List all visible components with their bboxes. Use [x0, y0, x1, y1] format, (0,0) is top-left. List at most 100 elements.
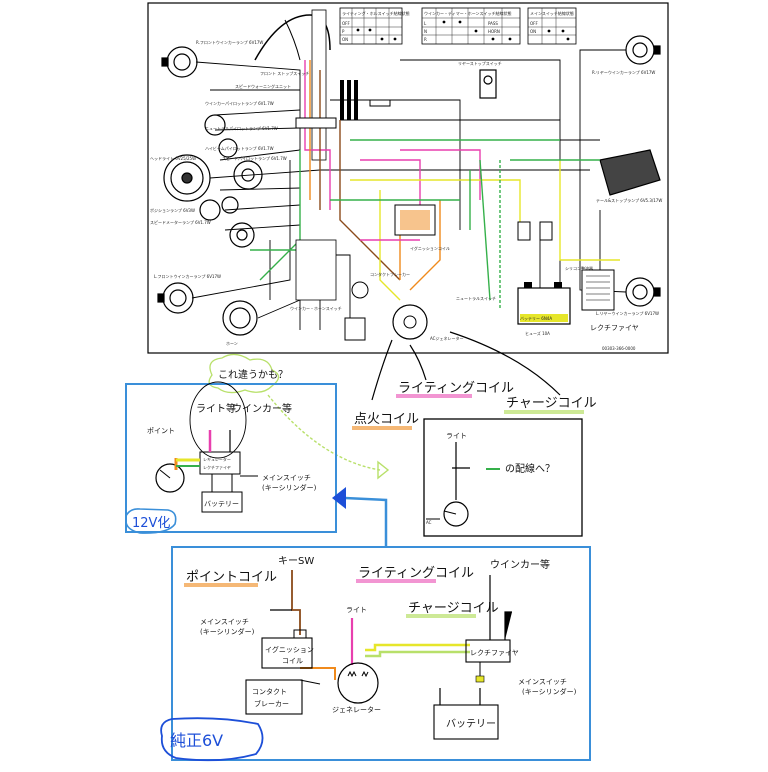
- label-coil: イグニッションコイル: [410, 245, 450, 251]
- label-6v-rectifier: レクチファイヤ: [470, 649, 519, 657]
- tail-lamp-icon: [599, 149, 661, 196]
- handwritten-annotations: これ違うかも？ ライティングコイル 点火コイル チャージコイル: [208, 331, 597, 430]
- label-6v-battery: バッテリー: [446, 718, 496, 730]
- r-front-winker-icon: [161, 46, 198, 78]
- rectifier-6v-icon: [465, 639, 511, 663]
- note-wiring-changes: これ違うかも？: [218, 368, 288, 381]
- rectifier-icon: [581, 269, 615, 311]
- label-6v-point-coil: ポイントコイル: [186, 570, 277, 585]
- label-neutral-pilot: ニュートラルパイロットランプ 6V1.7W: [205, 125, 278, 131]
- label-speedo-unit: スピードウォーニングユニット: [235, 83, 291, 89]
- note-ignition-coil: 点火コイル: [354, 412, 419, 427]
- lamps: [157, 35, 661, 336]
- label-6v-charge-coil: チャージコイル: [408, 601, 499, 616]
- lighting-row-3: ON: [342, 37, 348, 42]
- winker-row-5: HORN: [488, 29, 500, 34]
- table-title-main: メインスイッチ結線状態: [530, 10, 574, 16]
- label-battery: バッテリー 6N4A: [520, 315, 552, 321]
- label-6v-ignition-1: イグニッション: [265, 645, 314, 654]
- label-6v-key-switch: キーSW: [278, 556, 314, 567]
- winker-row-2: N: [424, 29, 427, 34]
- label-neutral-sw: ニュートラルスイッチ: [456, 295, 496, 301]
- label-12v-main-switch: メインスイッチ: [262, 474, 311, 482]
- question-text: の配線へ？: [505, 462, 555, 475]
- label-r-front-winker: R.フロントウインカーランプ 6V17W: [196, 39, 263, 45]
- r-rear-winker-icon: [625, 35, 661, 65]
- generator-6v-icon: [337, 662, 379, 704]
- tag-12v: 12V化: [132, 516, 170, 531]
- label-r-rear-winker: R.リヤーウインカーランプ 6V17W: [592, 69, 655, 75]
- table-title-lighting: ライティング・ホルスイッチ結線状態: [342, 10, 410, 16]
- label-6v-winker: ウインカー等: [490, 558, 550, 571]
- box-12v: 12V化 ライト等 ウインカー等 ポイント レギュレーター レクチファイヤ メイ…: [125, 381, 337, 534]
- label-6v-main-switch2: メインスイッチ: [518, 678, 567, 686]
- label-horn: ホーン: [226, 341, 238, 346]
- diagram-labels: R.フロントウインカーランプ 6V17W フロント ストップスイッチ スピードウ…: [150, 39, 662, 351]
- note-charge-coil: チャージコイル: [506, 396, 597, 411]
- green-arrow: [267, 394, 381, 471]
- label-winker-horn-sw: ウインカー・ホーンスイッチ: [290, 305, 342, 311]
- label-6v-main-switch-sub: (キーシリンダー): [200, 627, 255, 636]
- winker-row-1: L: [424, 21, 427, 26]
- main-row-1: OFF: [530, 21, 538, 26]
- label-12v-main-switch-sub: (キーシリンダー): [262, 483, 317, 492]
- lighting-row-1: OFF: [342, 21, 350, 26]
- label-high-beam-pilot: ハイビームパイロットランプ 6V1.7W: [205, 145, 274, 151]
- label-12v-light: ライト等: [196, 402, 236, 415]
- printed-wiring-diagram: ライティング・ホルスイッチ結線状態 ウインカー・ディマー・ホーンスイッチ結線状態…: [147, 2, 669, 354]
- connectors: [295, 80, 391, 301]
- label-contact: コンタクトブレーカー: [370, 271, 410, 277]
- label-6v-lighting-coil: ライティングコイル: [358, 566, 474, 581]
- label-silicon: シリコン整流器: [565, 265, 593, 271]
- ignition-area: [344, 204, 436, 341]
- headlight-icon: [163, 154, 211, 202]
- label-generator: ACジェネレーター: [430, 335, 463, 341]
- label-6v-main-switch2-sub: (キーシリンダー): [522, 687, 577, 696]
- note-lighting-coil: ライティングコイル: [398, 381, 514, 396]
- label-6v-contact-1: コンタクト: [252, 687, 287, 696]
- label-12v-point: ポイント: [147, 427, 175, 435]
- label-12v-battery: バッテリー: [204, 500, 239, 508]
- battery-icon: [517, 282, 571, 325]
- label-l-rear-winker: L.リヤーウインカーランプ 6V17W: [596, 310, 659, 316]
- tag-6v: 純正6V: [170, 731, 223, 750]
- l-front-winker-icon: [157, 282, 194, 314]
- label-winker-pilot: ウインカーパイロットランプ 6V1.7W: [205, 100, 274, 106]
- box-6v: 純正6V キーSW ウインカー等 ポイントコイル ライティングコイル チャージコ…: [160, 546, 591, 762]
- label-front-stop-sw: フロント ストップスイッチ: [260, 70, 309, 76]
- question-box: ライト の配線へ？ AC: [423, 418, 583, 537]
- label-l-front-winker: L.フロントウインカーランプ 6V17W: [154, 273, 221, 279]
- label-fuse: ヒューズ 10A: [525, 330, 550, 336]
- label-12v-winker: ウインカー等: [232, 402, 292, 415]
- table-title-winker: ウインカー・ディマー・ホーンスイッチ結線状態: [424, 10, 511, 16]
- battery-6v-icon: [433, 704, 499, 740]
- label-6v-light: ライト: [346, 606, 367, 614]
- cloud-outline: [208, 353, 280, 394]
- rear-stop-switch-icon: [479, 69, 497, 99]
- l-rear-winker-icon: [625, 277, 661, 307]
- label-tail-stop: テール&ストップランプ 6V5.3/17W: [596, 197, 662, 203]
- label-12v-regulator-1: レギュレーター: [203, 456, 231, 462]
- label-6v-main-switch: メインスイッチ: [200, 618, 249, 626]
- winker-row-3: R: [424, 37, 427, 42]
- question-light-label: ライト: [446, 432, 467, 440]
- label-12v-regulator-2: レクチファイヤ: [203, 464, 231, 470]
- label-rear-stop-sw: リヤーストップスイッチ: [458, 60, 502, 66]
- label-6v-contact-2: ブレーカー: [254, 699, 289, 708]
- label-6v-generator: ジェネレーター: [332, 705, 381, 714]
- switch-tables: ライティング・ホルスイッチ結線状態 ウインカー・ディマー・ホーンスイッチ結線状態…: [339, 7, 577, 45]
- horn-icon: [222, 300, 258, 336]
- svg-text:AC: AC: [426, 520, 432, 525]
- label-speed-pilot: スピードパイロットランプ 6V1.7W: [222, 155, 287, 161]
- blue-arrow: [344, 496, 388, 546]
- label-speedo-meter-lamp: スピードメーターランプ 6V1.7W: [150, 219, 211, 225]
- label-6v-ignition-2: コイル: [282, 657, 303, 665]
- lighting-row-2: P: [342, 29, 345, 34]
- label-part-no: 00303-366-0000: [602, 346, 636, 351]
- main-row-2: ON: [530, 29, 536, 34]
- label-headlight: ヘッドライト 6V25/25W: [150, 155, 196, 161]
- label-rectifier: レクチファイヤ: [590, 324, 639, 332]
- winker-row-4: PASS: [488, 21, 498, 26]
